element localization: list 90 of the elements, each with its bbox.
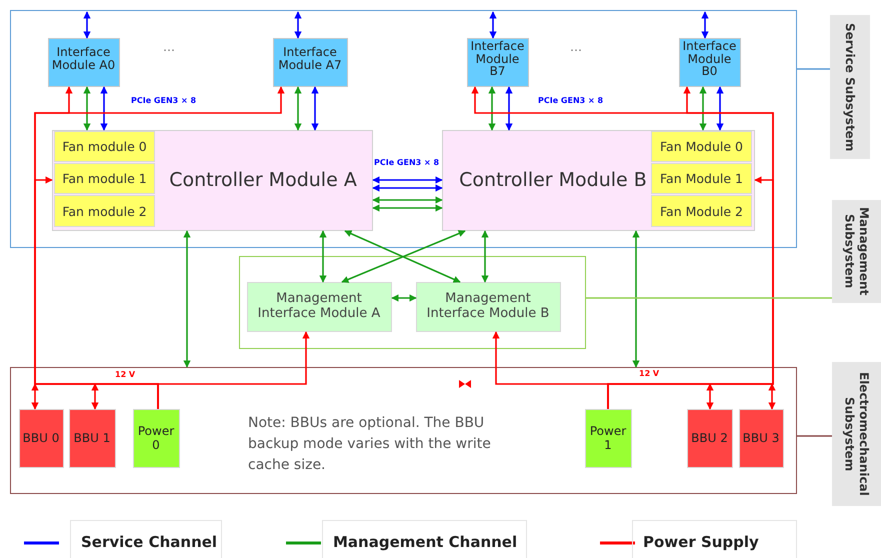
legend-entry: Power Supply	[632, 520, 797, 558]
connector-line	[797, 68, 830, 70]
arrow	[489, 11, 497, 39]
interface-module-box	[48, 38, 120, 86]
ellipsis: …	[163, 40, 175, 54]
subsystem-region	[239, 256, 586, 349]
fan-module-box	[651, 163, 752, 194]
arrow	[294, 11, 302, 39]
subsystem-label: Service Subsystem	[842, 22, 858, 152]
arrow	[294, 86, 302, 131]
module-label: Interface Module B7	[470, 40, 526, 78]
arrow	[372, 184, 443, 192]
bbu-box	[18, 408, 64, 468]
management-module-box	[246, 282, 392, 332]
module-label: Interface Module A7	[277, 46, 343, 72]
arrow	[183, 230, 191, 368]
bus-label: PCIe GEN3 × 8	[538, 96, 604, 105]
fan-module-box	[651, 195, 752, 227]
fan-module-box	[651, 131, 752, 162]
fan-module-box	[54, 131, 155, 162]
module-label: Interface Module B0	[682, 40, 738, 78]
subsystem-label-box	[832, 362, 881, 506]
arrow	[701, 11, 709, 39]
subsystem-label: Management Subsystem	[842, 206, 871, 298]
module-label: Fan Module 1	[660, 171, 743, 186]
module-label: Power 1	[588, 424, 628, 452]
module-label: Fan module 1	[62, 171, 147, 186]
bus-label: PCIe GEN3 × 8	[374, 158, 440, 167]
note-text: Note: BBUs are optional. The BBU backup mode varies with the write cache size.	[248, 414, 492, 475]
arrow	[100, 86, 108, 131]
module-label: BBU 0	[22, 430, 60, 446]
arrow	[91, 383, 99, 410]
subsystem-label-box	[830, 15, 870, 159]
arrow	[632, 230, 640, 368]
module-label: Fan Module 0	[660, 139, 743, 154]
arrow	[157, 331, 310, 409]
module-label: BBU 3	[742, 430, 780, 446]
interface-module-box	[678, 38, 740, 86]
bbu-box	[68, 408, 116, 468]
subsystem-label: Electromechanical Subsystem	[842, 371, 871, 498]
legend-entry: Management Channel	[322, 520, 527, 558]
legend-entry: Service Channel	[70, 520, 222, 558]
connector-line	[797, 435, 832, 437]
module-label: BBU 1	[74, 430, 110, 446]
fan-module-box	[54, 195, 155, 227]
interface-module-box	[466, 38, 528, 86]
management-module-box	[416, 282, 560, 332]
controller-module-box	[442, 130, 754, 230]
bus-label: PCIe GEN3 × 8	[131, 96, 196, 105]
arrow	[481, 230, 489, 283]
subsystem-label-box	[832, 200, 881, 303]
subsystem-region	[10, 10, 797, 248]
module-label: BBU 2	[691, 430, 728, 446]
module-label: Fan module 0	[62, 139, 147, 154]
arrow	[31, 383, 39, 410]
arrow	[706, 383, 714, 410]
power-module-box	[132, 408, 180, 468]
arrow	[319, 230, 327, 283]
controller-module-box	[52, 130, 372, 230]
module-label: Fan Module 2	[660, 204, 743, 218]
module-label: Management Interface Module A	[256, 292, 382, 321]
arrow	[372, 176, 443, 184]
voltage-label: 12 V	[115, 370, 136, 379]
arrow	[83, 86, 91, 131]
power-module-box	[584, 408, 632, 468]
arrow	[768, 383, 776, 410]
arrow	[372, 196, 443, 204]
arrow	[372, 204, 443, 212]
arrow	[505, 86, 513, 131]
arrow	[492, 331, 609, 409]
module-label: Interface Module A0	[50, 46, 116, 72]
module-label: Fan module 2	[62, 204, 147, 218]
arrow	[716, 86, 724, 131]
module-label: Management Interface Module B	[426, 292, 550, 321]
ellipsis: …	[570, 40, 582, 54]
arrow	[311, 86, 319, 131]
arrow	[699, 86, 707, 131]
connector-line	[586, 297, 832, 299]
arrow	[488, 86, 496, 131]
arrow	[83, 11, 91, 39]
bbu-box	[686, 408, 732, 468]
subsystem-region	[10, 367, 797, 494]
interface-module-box	[272, 38, 348, 86]
module-label: Controller Module A	[168, 168, 358, 192]
module-label: Controller Module B	[458, 168, 648, 192]
arrow	[391, 294, 417, 302]
module-label: Power 0	[136, 424, 176, 452]
voltage-label: 12 V	[639, 369, 660, 378]
fan-module-box	[54, 163, 155, 194]
bbu-box	[738, 408, 784, 468]
